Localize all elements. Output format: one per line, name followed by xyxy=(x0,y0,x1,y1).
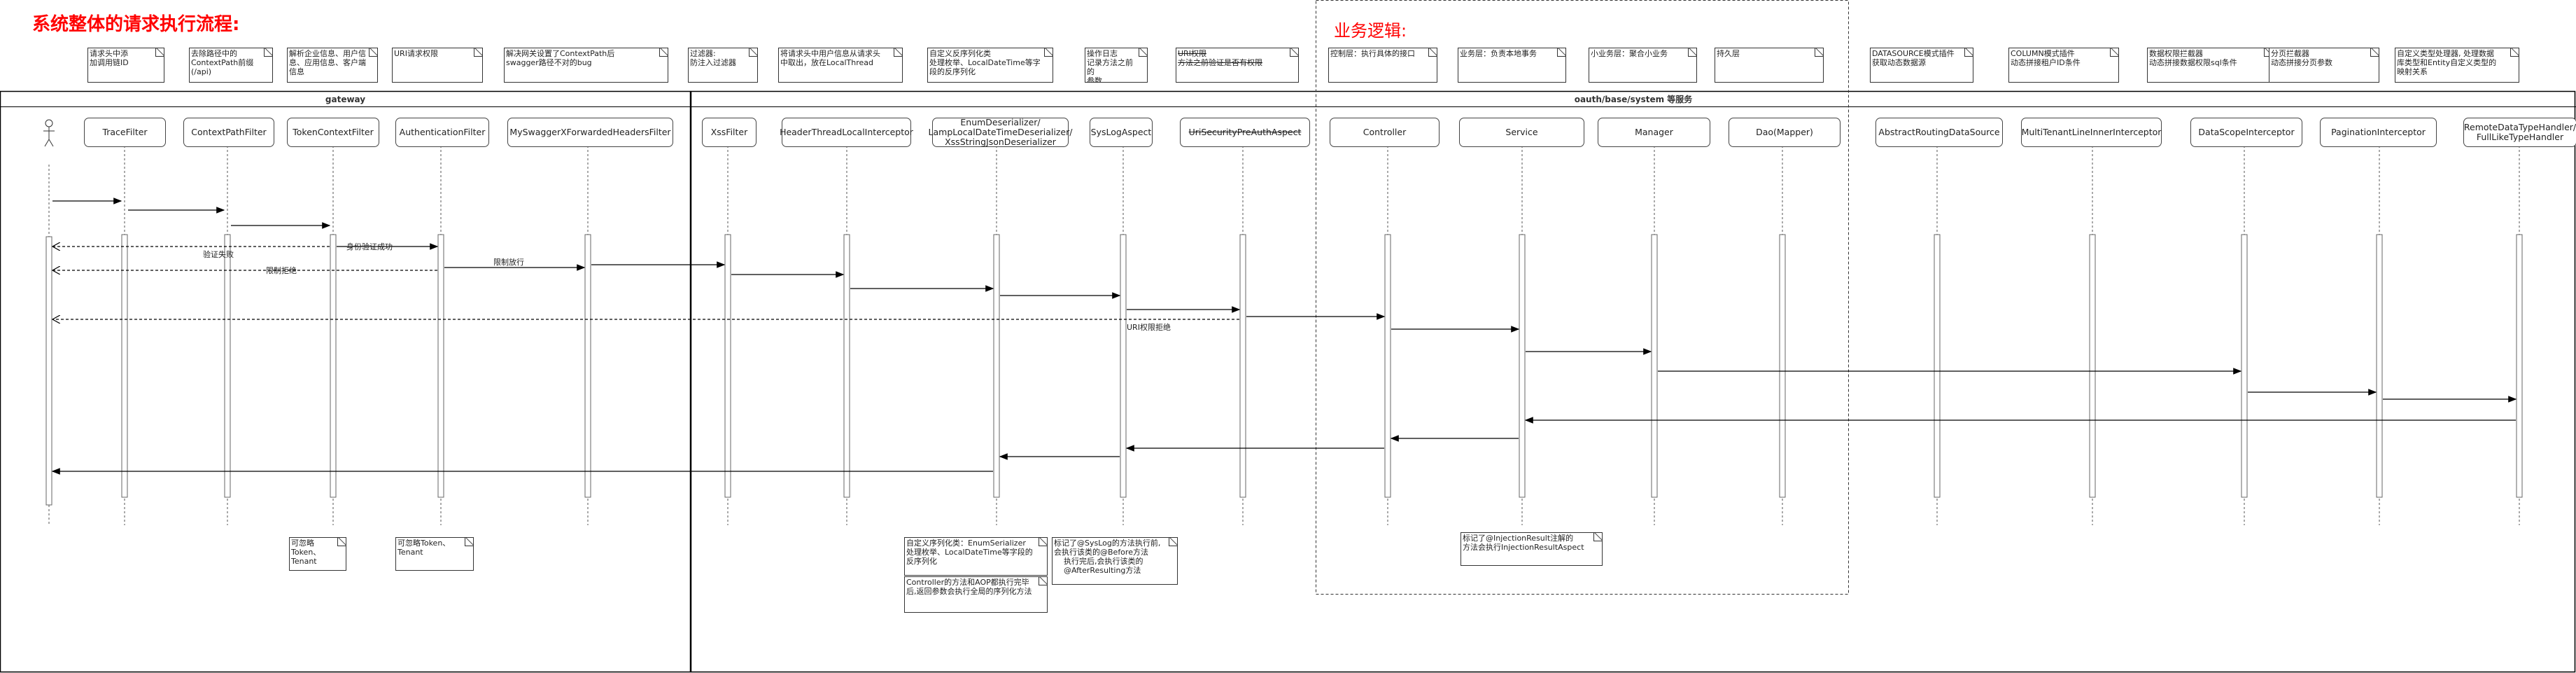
activation-bar xyxy=(1239,234,1246,498)
message-label: 验证失败 xyxy=(203,250,234,259)
message-label: 限制拒绝 xyxy=(266,266,297,275)
activation-bar xyxy=(993,234,1000,498)
participant-Controller[interactable]: Controller xyxy=(1330,118,1440,147)
participant-MultiTenantLineInnerInterceptor[interactable]: MultiTenantLineInnerInterceptor xyxy=(2021,118,2162,147)
activation-bar xyxy=(2516,234,2523,498)
participant-TokenContextFilter[interactable]: TokenContextFilter xyxy=(287,118,379,147)
activation-bar xyxy=(2376,234,2383,498)
participant-XssFilter[interactable]: XssFilter xyxy=(702,118,756,147)
activation-bar xyxy=(45,236,52,506)
business-logic-title: 业务逻辑: xyxy=(1334,21,1407,41)
activation-bar xyxy=(724,234,731,498)
note-top: DATASOURCE模式插件 获取动态数据源 xyxy=(1870,48,1973,83)
participant-Service[interactable]: Service xyxy=(1459,118,1584,147)
note-top: 分页拦截器 动态拼接分页参数 xyxy=(2269,48,2379,83)
activation-bar xyxy=(1779,234,1786,498)
activation-bar xyxy=(1120,234,1127,498)
activation-bar xyxy=(843,234,850,498)
page-title: 系统整体的请求执行流程: xyxy=(32,14,240,35)
service-frame-label: oauth/base/system 等服务 xyxy=(1574,95,1693,104)
participant-DataScopeInterceptor[interactable]: DataScopeInterceptor xyxy=(2190,118,2302,147)
note-top: URI权限 方法之前验证是否有权限 xyxy=(1176,48,1299,83)
activation-bar xyxy=(2241,234,2248,498)
activation-bar xyxy=(1934,234,1941,498)
activation-bar xyxy=(584,234,591,498)
note-top: COLUMN模式插件 动态拼接租户ID条件 xyxy=(2008,48,2119,83)
note-top: URI请求权限 xyxy=(392,48,483,83)
note-top: 解决网关设置了ContextPath后 swagger路径不对的bug xyxy=(504,48,668,83)
actor-body-icon xyxy=(43,127,55,147)
activation-bar xyxy=(2089,234,2096,498)
activation-bar xyxy=(330,234,337,498)
note-top: 控制层：执行具体的接口 xyxy=(1328,48,1437,83)
note-top: 自定义反序列化类 处理枚举、LocalDateTime等字 段的反序列化 xyxy=(927,48,1053,83)
note-bottom: 可忽略Token、 Tenant xyxy=(395,537,474,571)
gateway-frame xyxy=(0,90,691,673)
participant-EnumDeserializer[interactable]: EnumDeserializer/ LampLocalDateTimeDeser… xyxy=(928,117,1073,147)
participant-AuthenticationFilter[interactable]: AuthenticationFilter xyxy=(395,118,489,147)
note-top: 自定义类型处理器, 处理数据 库类型和Entity自定义类型的 映射关系 xyxy=(2395,48,2519,83)
note-bottom: 标记了@SysLog的方法执行前, 会执行该类的@Before方法 执行完后,会… xyxy=(1052,537,1178,585)
message-label: URI权限拒绝 xyxy=(1127,323,1171,332)
participant-MySwaggerXForwardedHeadersFilter[interactable]: MySwaggerXForwardedHeadersFilter xyxy=(507,118,673,147)
note-top: 数据权限拦截器 动态拼接数据权限sql条件 xyxy=(2147,48,2273,83)
note-bottom: 可忽略Token、 Tenant xyxy=(289,537,346,571)
activation-bar xyxy=(224,234,231,498)
note-top: 过滤器: 防注入过滤器 xyxy=(688,48,758,83)
participant-HeaderThreadLocalInterceptor[interactable]: HeaderThreadLocalInterceptor xyxy=(780,118,913,147)
gateway-frame-label: gateway xyxy=(325,94,366,104)
actor-icon xyxy=(45,119,53,127)
participant-Dao[interactable]: Dao(Mapper) xyxy=(1729,118,1840,147)
participant-UriSecurityPreAuthAspect[interactable]: UriSecurityPreAuthAspect xyxy=(1180,118,1310,147)
note-top: 去除路径中的 ContextPath前缀 (/api) xyxy=(189,48,273,83)
activation-bar xyxy=(121,234,128,498)
participant-SysLogAspect[interactable]: SysLogAspect xyxy=(1090,118,1153,147)
activation-bar xyxy=(1651,234,1658,498)
note-bottom: Controller的方法和AOP都执行完毕 后,返回参数会执行全局的序列化方法 xyxy=(904,576,1048,613)
participant-TraceFilter[interactable]: TraceFilter xyxy=(84,118,166,147)
participant-Manager[interactable]: Manager xyxy=(1598,118,1710,147)
participant-RemoteDataTypeHandler[interactable]: RemoteDataTypeHandler/ FullLikeTypeHandl… xyxy=(2463,118,2576,147)
note-bottom: 自定义序列化类：EnumSerializer 处理枚举、LocalDateTim… xyxy=(904,537,1048,576)
note-top: 小业务层：聚合小业务 xyxy=(1589,48,1697,83)
note-top: 业务层：负责本地事务 xyxy=(1458,48,1566,83)
business-logic-group xyxy=(1316,0,1849,595)
activation-bar xyxy=(1519,234,1526,498)
message-label: 身份验证成功 xyxy=(346,242,393,251)
message-label: 限制放行 xyxy=(493,258,524,267)
participant-ContextPathFilter[interactable]: ContextPathFilter xyxy=(183,118,274,147)
note-top: 持久层 xyxy=(1715,48,1824,83)
note-top: 将请求头中用户信息从请求头 中取出，放在LocalThread xyxy=(778,48,903,83)
service-frame xyxy=(690,90,2576,673)
note-top: 解析企业信息、用户信 息、应用信息、客户端 信息 xyxy=(287,48,378,83)
note-top: 请求头中添 加调用链ID xyxy=(87,48,164,83)
participant-PaginationInterceptor[interactable]: PaginationInterceptor xyxy=(2320,118,2437,147)
activation-bar xyxy=(437,234,444,498)
note-top: 操作日志 记录方法之前的 参数 xyxy=(1085,48,1148,83)
activation-bar xyxy=(1384,234,1391,498)
note-bottom: 标记了@InjectionResult注解的 方法会执行InjectionRes… xyxy=(1461,532,1603,566)
participant-AbstractRoutingDataSource[interactable]: AbstractRoutingDataSource xyxy=(1875,118,2003,147)
